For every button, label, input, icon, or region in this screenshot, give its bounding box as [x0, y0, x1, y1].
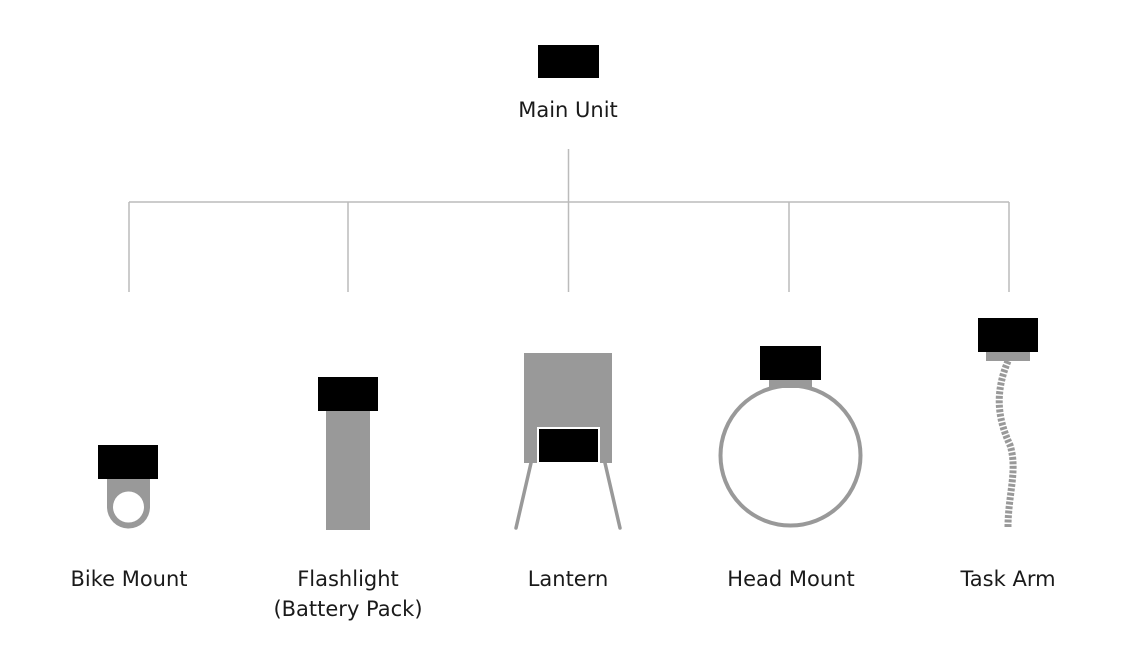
head-mount-icon — [718, 346, 863, 528]
bike-mount-label: Bike Mount — [70, 567, 188, 591]
flashlight-label: Flashlight (Battery Pack) — [248, 564, 448, 624]
lantern-right-leg — [603, 461, 622, 530]
lantern-label: Lantern — [527, 567, 609, 591]
task-arm-bracket — [986, 352, 1030, 361]
bike-mount-ring-hole — [113, 491, 144, 523]
task-arm-gooseneck — [995, 359, 1017, 528]
lantern-icon — [514, 353, 622, 530]
main-unit-icon — [538, 45, 599, 78]
bike-mount-unit — [98, 445, 158, 479]
task-arm-icon — [978, 318, 1038, 528]
task-arm-label: Task Arm — [960, 567, 1056, 591]
flashlight-battery-body — [326, 411, 370, 530]
flashlight-label-line2: (Battery Pack) — [273, 597, 423, 621]
head-mount-label: Head Mount — [727, 567, 855, 591]
task-arm-unit — [978, 318, 1038, 352]
flashlight-icon — [318, 377, 378, 530]
flashlight-label-line1: Flashlight — [297, 567, 399, 591]
head-mount-bracket — [769, 380, 812, 388]
head-mount-unit — [760, 346, 821, 380]
flashlight-unit — [318, 377, 378, 411]
main-unit-label: Main Unit — [518, 98, 618, 122]
lantern-left-leg — [514, 461, 533, 530]
connector-tree — [128, 149, 1010, 292]
lantern-unit — [537, 427, 600, 464]
head-mount-band — [718, 383, 863, 528]
bike-mount-icon — [98, 445, 158, 529]
